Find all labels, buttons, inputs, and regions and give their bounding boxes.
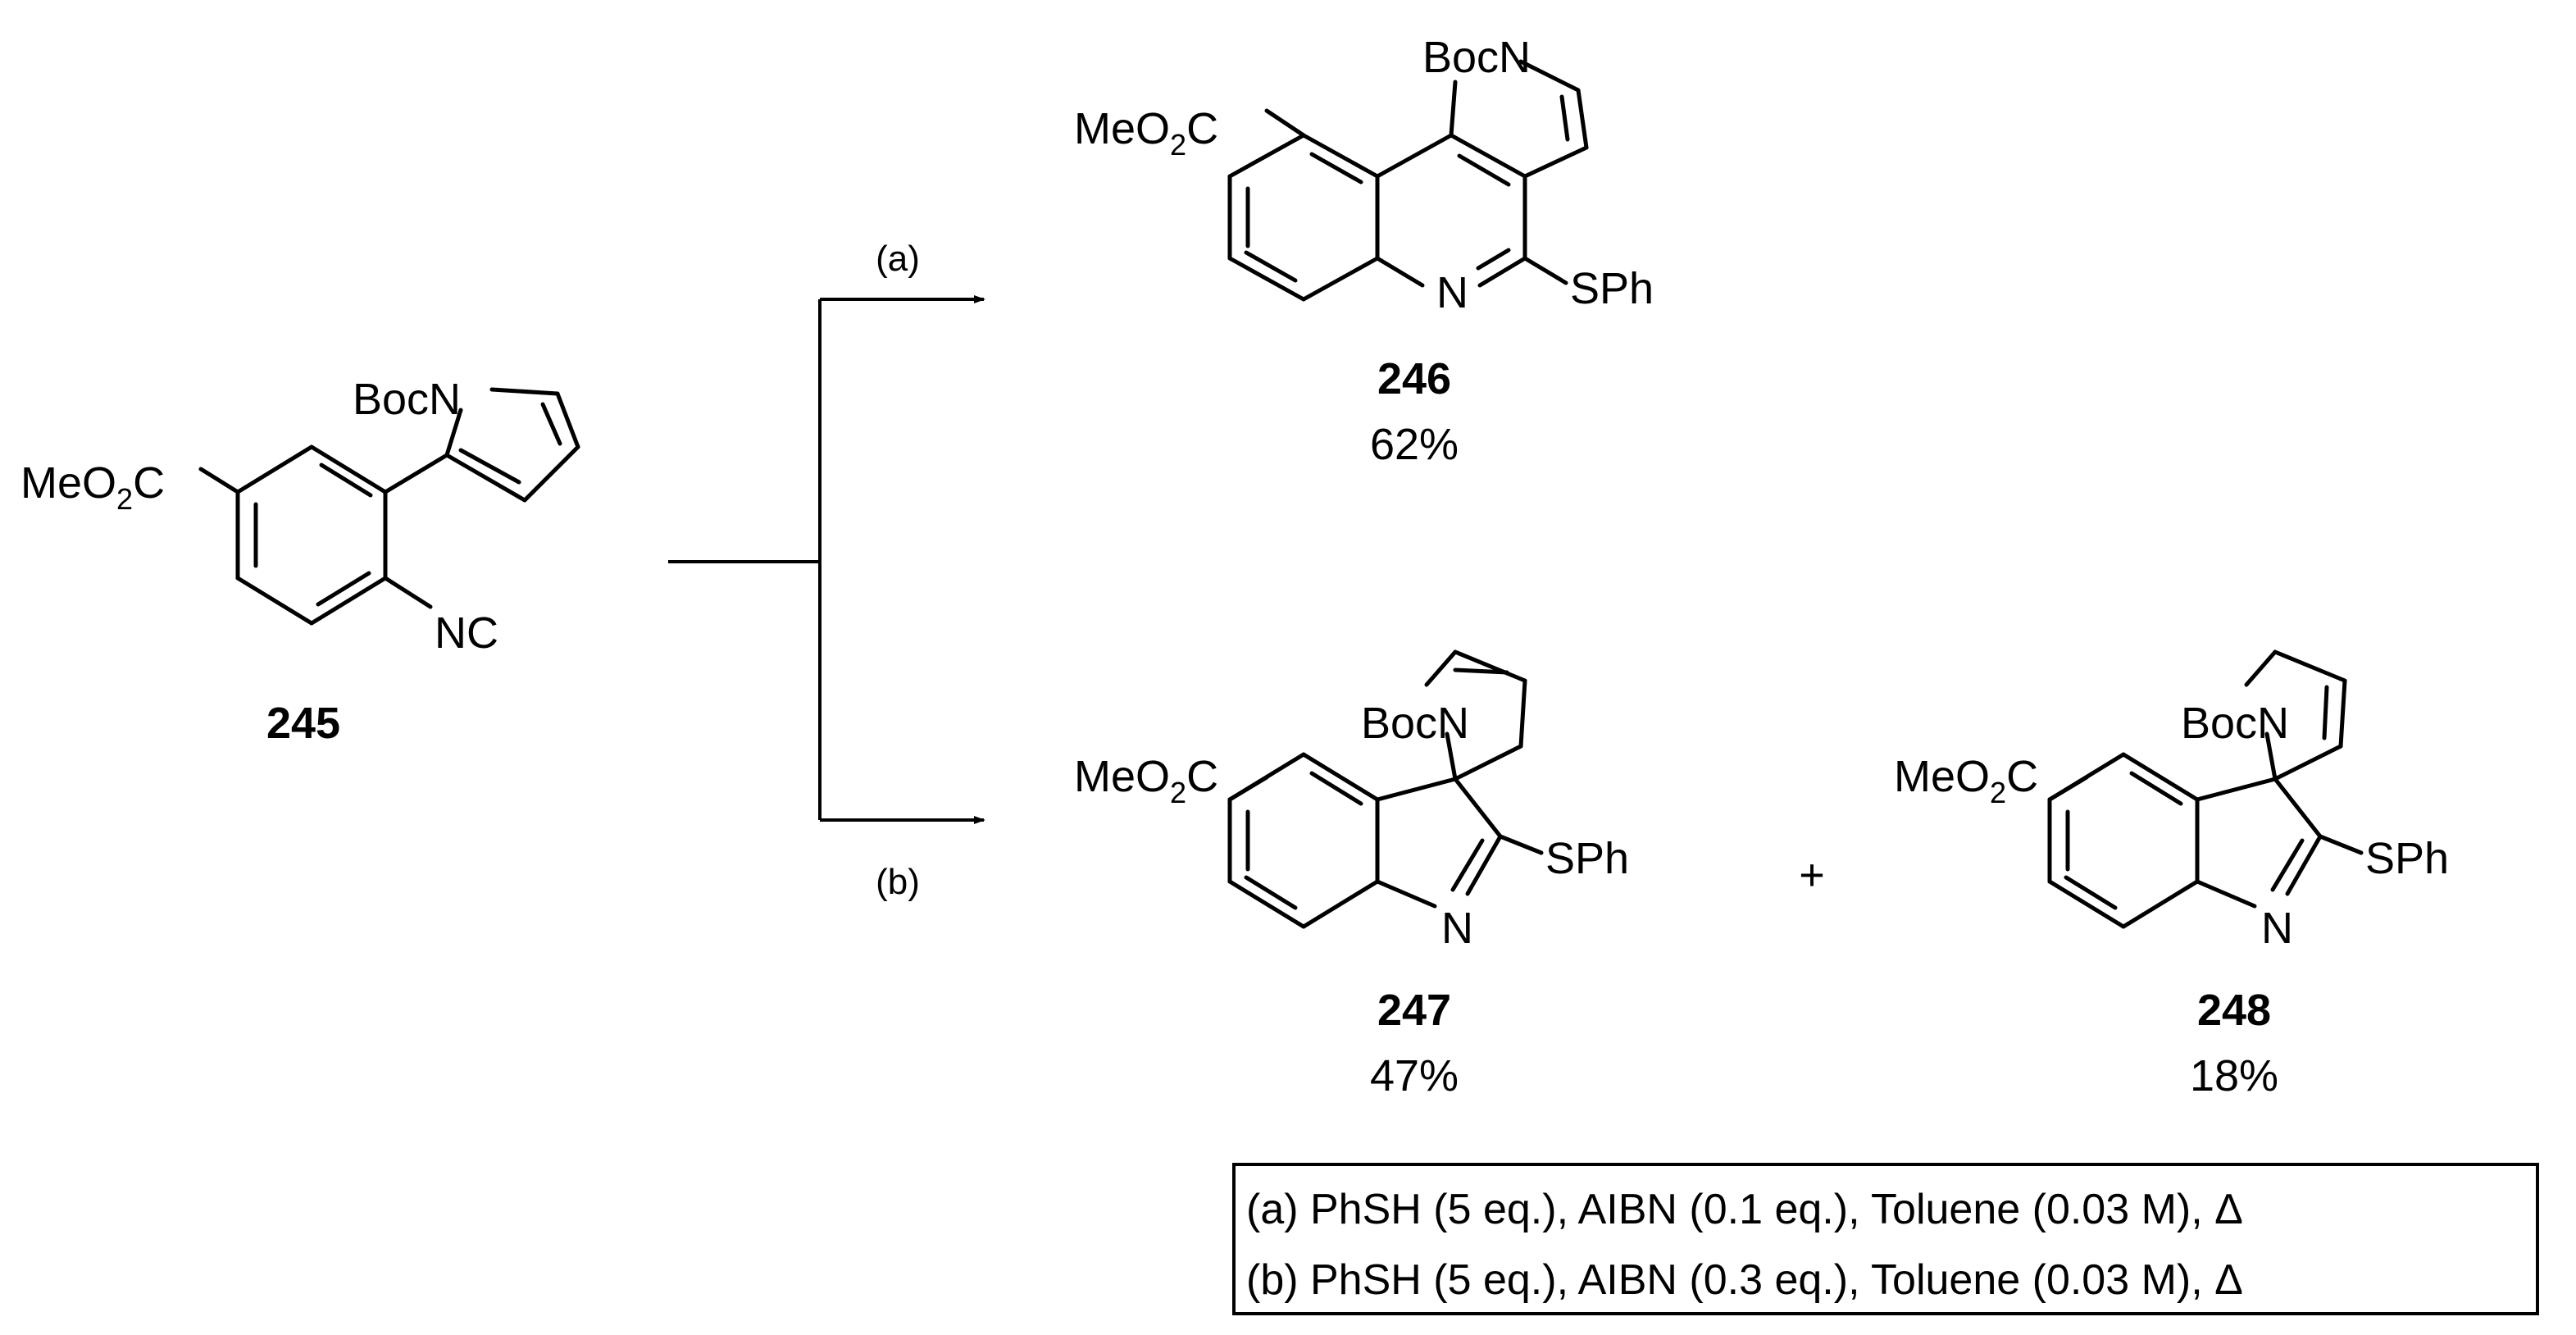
- svg-text:SPh: SPh: [1570, 264, 1654, 313]
- boc-label-245: BocN: [353, 375, 461, 424]
- pyrrole-link-bond: [383, 453, 449, 494]
- compound-248-structure: MeO2C BocN N SPh: [1894, 649, 2449, 953]
- ester-label-245: MeO2C: [20, 458, 165, 516]
- branch-arrows: [668, 295, 985, 824]
- svg-text:SPh: SPh: [2365, 834, 2449, 883]
- compound-number-247: 247: [1377, 986, 1451, 1035]
- arrow-label-b: (b): [876, 862, 920, 902]
- svg-text:MeO2C: MeO2C: [1074, 104, 1218, 162]
- compound-number-245: 245: [266, 699, 340, 748]
- yield-248: 18%: [2190, 1051, 2278, 1100]
- svg-text:BocN: BocN: [1422, 33, 1531, 82]
- pyrrole-ring: [444, 387, 580, 503]
- conditions-box: (a) PhSH (5 eq.), AIBN (0.1 eq.), Toluen…: [1232, 1163, 2539, 1315]
- svg-text:MeO2C: MeO2C: [1074, 752, 1218, 809]
- plus-sign: +: [1799, 850, 1825, 900]
- isocyanide-bond: [383, 576, 433, 609]
- condition-a: (a) PhSH (5 eq.), AIBN (0.1 eq.), Toluen…: [1246, 1186, 2243, 1233]
- svg-text:BocN: BocN: [2181, 699, 2289, 748]
- condition-b: (b) PhSH (5 eq.), AIBN (0.3 eq.), Toluen…: [1246, 1256, 2243, 1304]
- yield-246: 62%: [1370, 420, 1459, 469]
- compound-number-246: 246: [1377, 354, 1451, 403]
- svg-text:N: N: [1441, 904, 1473, 953]
- ester-bond: [198, 467, 240, 494]
- svg-text:N: N: [1436, 268, 1468, 317]
- svg-text:N: N: [2261, 904, 2293, 953]
- compound-246-structure: MeO2C BocN N SPh: [1074, 33, 1654, 317]
- isocyanide-label-245: NC: [435, 608, 498, 658]
- arrow-label-a: (a): [876, 239, 920, 279]
- compound-245-structure: MeO2C BocN NC: [20, 375, 580, 658]
- svg-text:MeO2C: MeO2C: [1894, 752, 2038, 809]
- compound-247-structure: MeO2C BocN N SPh: [1074, 649, 1629, 953]
- svg-text:BocN: BocN: [1361, 699, 1469, 748]
- compound-number-248: 248: [2197, 986, 2271, 1035]
- benzene-ring: [235, 444, 388, 626]
- svg-text:SPh: SPh: [1545, 834, 1629, 883]
- yield-247: 47%: [1370, 1051, 1459, 1100]
